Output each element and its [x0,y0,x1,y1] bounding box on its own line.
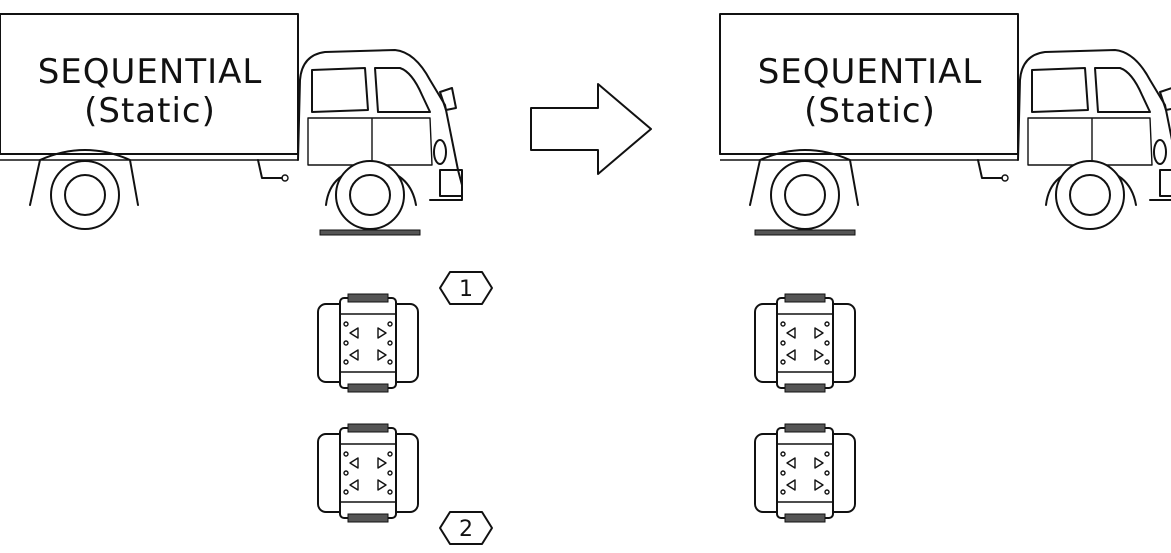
step-1-number: 1 [459,277,473,302]
wheelset-left-bottom [317,423,419,523]
plate-left-front [319,229,421,236]
wheelset-right-top [754,293,856,393]
plate-right-rear [754,229,856,236]
truck-right-label-line2: (Static) [804,91,936,131]
truck-right: SEQUENTIAL (Static) [719,13,1171,236]
step-badge-1: 1 [439,271,493,305]
wheelset-left-top [317,293,419,393]
truck-right-label-line1: SEQUENTIAL [758,52,983,92]
right-arrow-icon [530,83,652,175]
truck-left: SEQUENTIAL (Static) [0,13,463,236]
step-2-number: 2 [459,517,473,542]
wheelset-right-bottom [754,423,856,523]
truck-left-label-line1: SEQUENTIAL [38,52,263,92]
truck-left-label-line2: (Static) [84,91,216,131]
step-badge-2: 2 [439,511,493,545]
